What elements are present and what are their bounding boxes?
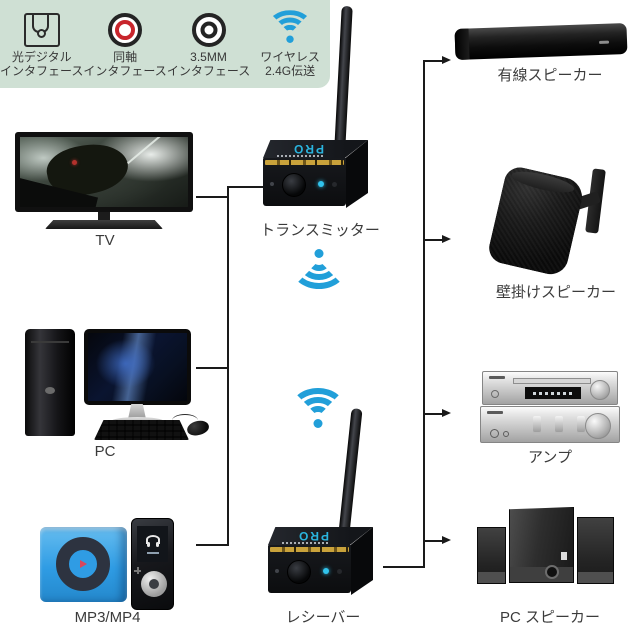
tv-label: TV xyxy=(95,232,115,249)
feature-label: 光デジタル xyxy=(11,50,72,64)
feature-optical: 光デジタル インタフェース xyxy=(0,0,83,88)
pc-speaker-right-image xyxy=(577,517,614,584)
tv-connector-line xyxy=(196,196,229,198)
feature-label: インタフェース xyxy=(166,63,251,78)
feature-coaxial: 同軸 インタフェース xyxy=(83,0,167,88)
soundbar-image xyxy=(454,23,628,60)
arrow-head-amplifier xyxy=(442,409,451,417)
feature-label: 2.4G伝送 xyxy=(265,63,316,78)
coaxial-interface-icon xyxy=(108,9,143,51)
feature-wireless: ワイヤレス 2.4G伝送 xyxy=(250,0,330,88)
pc-speaker-label: PC スピーカー xyxy=(499,609,600,626)
pc-monitor-image xyxy=(84,329,191,405)
arrow-head-wall-speaker xyxy=(442,235,451,243)
feature-label: ワイヤレス xyxy=(260,50,320,64)
receiver-label: レシーバー xyxy=(285,609,361,626)
optical-digital-interface-icon xyxy=(23,9,60,51)
feature-label: 同軸 xyxy=(113,50,138,64)
tv-image xyxy=(15,132,193,229)
wifi-signal-up-icon xyxy=(290,388,346,434)
arrow-head-pc-speaker xyxy=(442,536,451,544)
volume-knob xyxy=(282,173,306,197)
arrow-line-pc-speaker xyxy=(424,540,442,542)
left-bus-line xyxy=(227,186,229,546)
keyboard-image xyxy=(94,420,189,440)
right-bus-line xyxy=(423,60,425,568)
wired-speaker-label: 有線スピーカー xyxy=(497,67,603,84)
pc-label: PC xyxy=(94,443,116,460)
mouse-cord xyxy=(172,414,198,427)
amplifier-image xyxy=(480,406,620,443)
features-panel: 光デジタル インタフェース 同軸 インタフェース 3.5MM インタフェース ワ… xyxy=(0,0,330,88)
unit-logo-text: PRO xyxy=(297,529,330,543)
transmitter-image xyxy=(263,158,346,206)
unit-logo-text: PRO xyxy=(292,142,325,156)
arrow-line-wall-speaker xyxy=(424,239,442,241)
pc-speaker-left-image xyxy=(477,527,506,584)
volume-knob xyxy=(287,560,311,584)
transmitter-antenna xyxy=(334,5,353,155)
receiver-side-face xyxy=(351,527,373,595)
arrow-line-amplifier xyxy=(424,413,442,415)
pc-subwoofer-image xyxy=(509,507,574,583)
receiver-image xyxy=(268,545,351,593)
transmitter-label: トランスミッター xyxy=(260,222,380,239)
status-led xyxy=(323,568,329,574)
transmitter-side-face xyxy=(346,140,368,208)
pc-tower-image xyxy=(25,329,75,436)
wireless-24g-icon xyxy=(262,9,318,51)
wall-speaker-label: 壁掛けスピーカー xyxy=(495,284,616,301)
feature-label: インタフェース xyxy=(83,63,167,78)
receiver-connector-line xyxy=(383,566,425,568)
transmitter-connector-line xyxy=(228,186,265,188)
arrow-line-wired-speaker xyxy=(424,60,442,62)
feature-label: インタフェース xyxy=(0,63,84,78)
transmitter-top-face: PRO xyxy=(263,140,368,158)
arrow-head-wired-speaker xyxy=(442,56,451,64)
pc-monitor-stand xyxy=(128,404,146,419)
cd-player-image xyxy=(482,371,618,405)
35mm-interface-icon xyxy=(191,9,226,51)
feature-label: 3.5MM xyxy=(190,50,227,64)
status-led xyxy=(318,181,324,187)
mp3-label: MP3/MP4 xyxy=(74,609,141,626)
feature-35mm: 3.5MM インタフェース xyxy=(167,0,250,88)
mp3-player-image xyxy=(40,527,127,602)
mp4-player-image xyxy=(131,518,174,610)
pc-connector-line xyxy=(196,367,229,369)
wall-speaker-image xyxy=(486,164,586,278)
mp3-connector-line xyxy=(196,544,229,546)
wifi-signal-down-icon xyxy=(291,243,347,289)
amplifier-label: アンプ xyxy=(528,449,572,466)
receiver-top-face: PRO xyxy=(268,527,373,545)
